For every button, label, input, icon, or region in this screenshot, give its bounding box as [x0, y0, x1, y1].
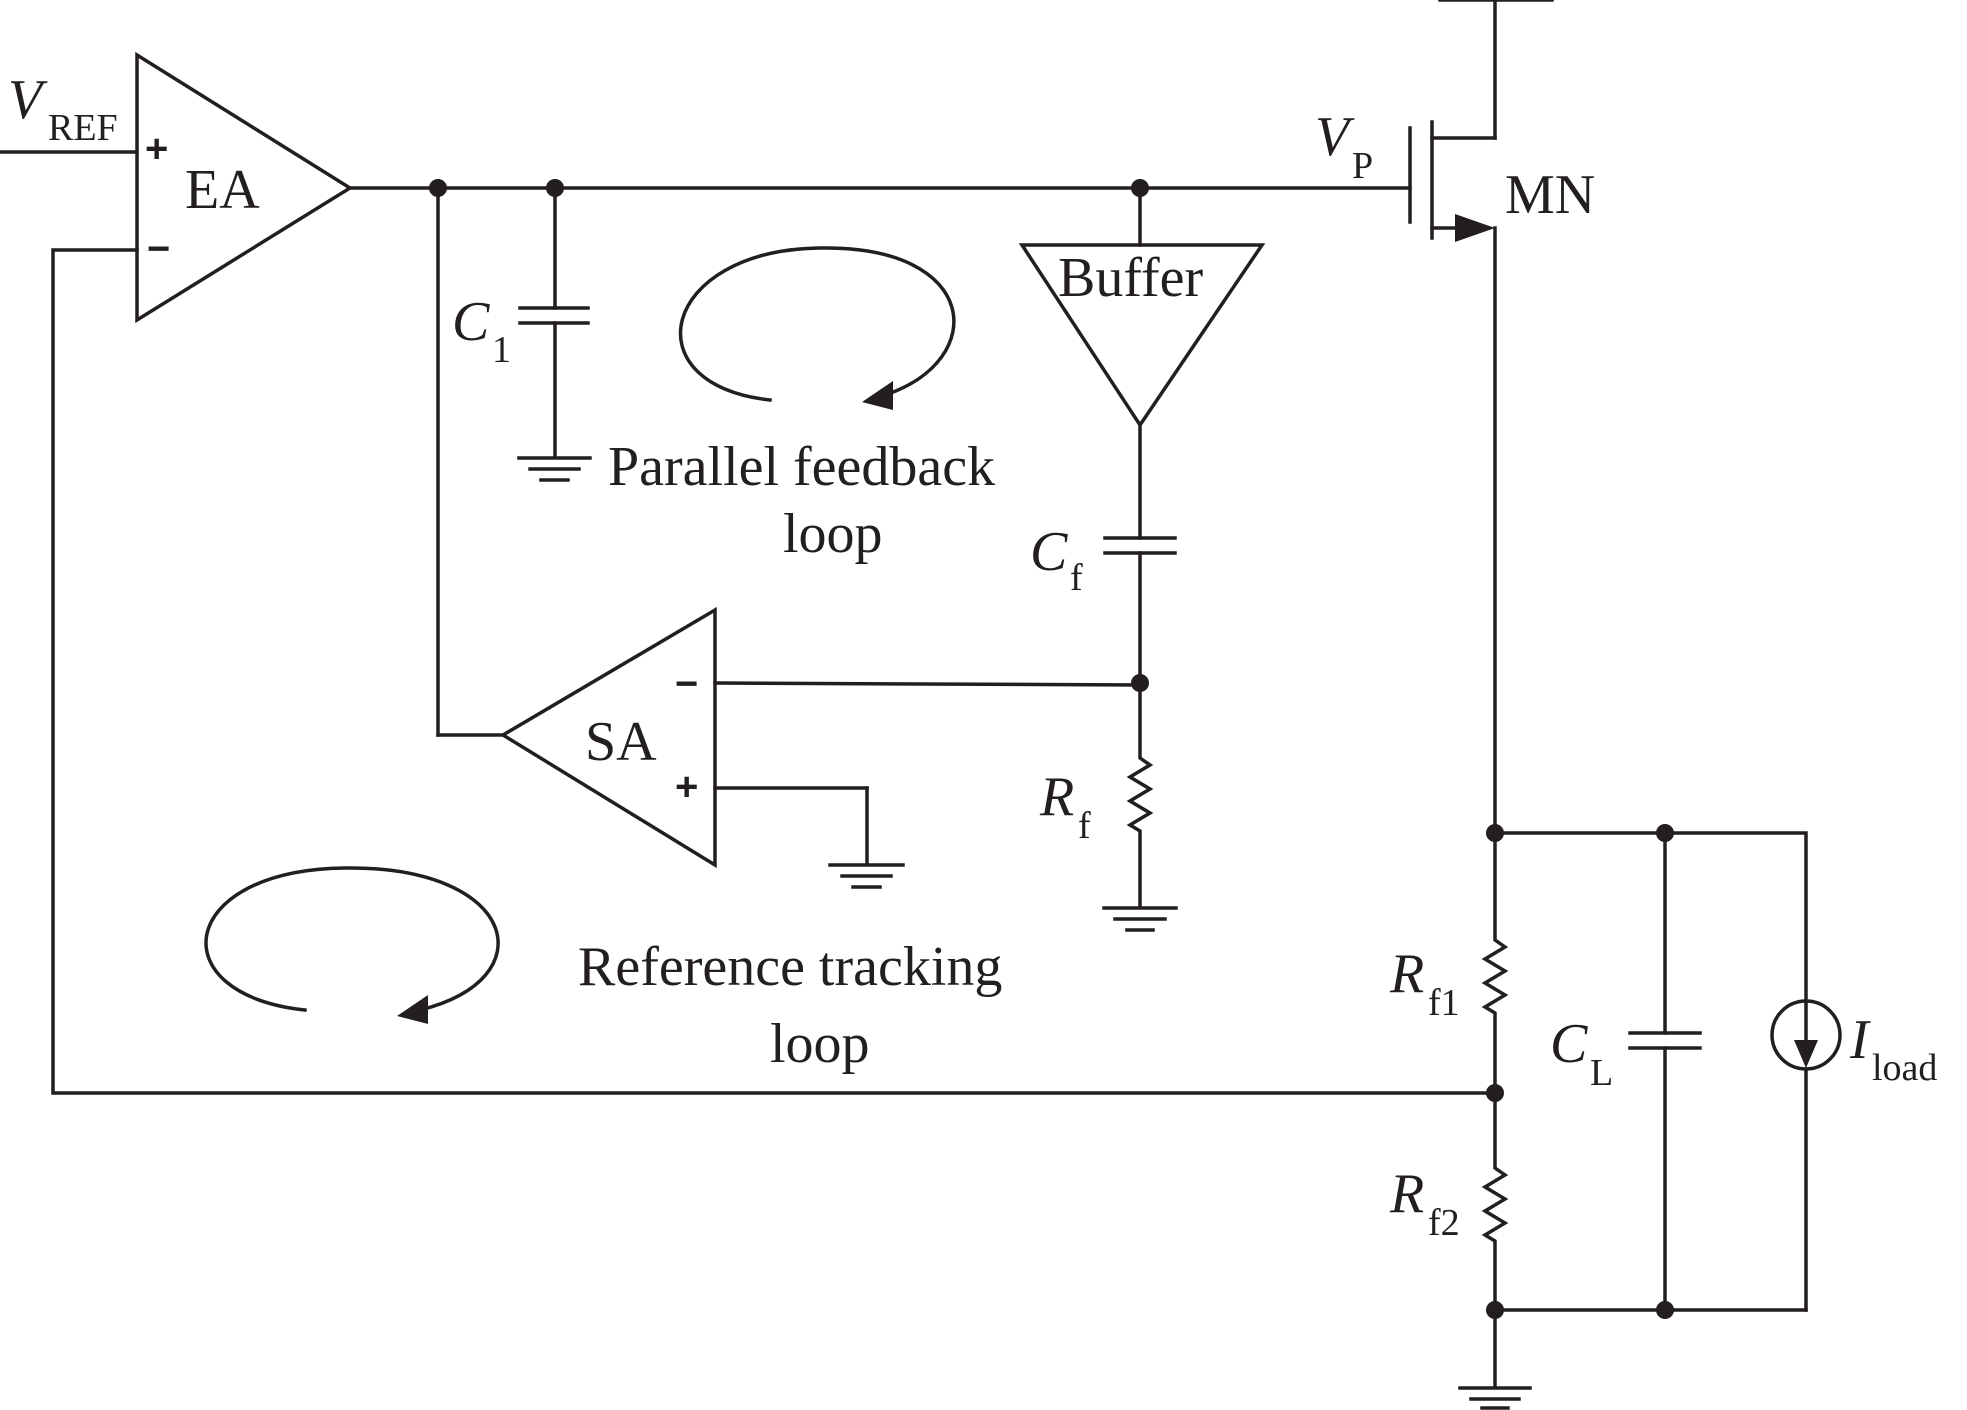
vref-label: V — [8, 69, 48, 131]
rf1-subscript: f1 — [1428, 982, 1460, 1024]
vp-subscript: P — [1352, 145, 1373, 187]
node-bottom-cl — [1656, 1301, 1674, 1319]
resistor-rf1 — [1481, 831, 1509, 1095]
parallel-loop-label-line2: loop — [783, 503, 883, 565]
capacitor-c1 — [517, 186, 592, 482]
vp-label: V — [1315, 106, 1355, 168]
cf-label: C — [1030, 521, 1068, 583]
rf2-label: R — [1389, 1163, 1424, 1225]
error-amplifier: EA + − — [135, 51, 354, 324]
current-source-iload — [1770, 999, 1842, 1312]
mn-label: MN — [1505, 164, 1595, 226]
capacitor-cl — [1628, 831, 1702, 1312]
c1-subscript: 1 — [492, 329, 511, 371]
parallel-loop-arrow — [678, 246, 956, 410]
ground-output — [1458, 1308, 1532, 1410]
ea-label: EA — [185, 159, 260, 221]
cf-subscript: f — [1070, 557, 1083, 599]
iload-label: I — [1849, 1009, 1871, 1071]
resistor-rf — [1102, 681, 1178, 932]
rf-label: R — [1039, 766, 1074, 828]
vout-top-rail — [1493, 831, 1808, 1004]
buffer-label: Buffer — [1058, 247, 1203, 309]
nmos-pass-transistor — [1408, 0, 1554, 835]
sa-label: SA — [585, 711, 657, 773]
reference-loop-label-line1: Reference tracking — [578, 936, 1002, 998]
resistor-rf2 — [1481, 1091, 1509, 1312]
sense-amplifier — [436, 186, 1142, 889]
cl-label: C — [1550, 1013, 1588, 1075]
buffer-amplifier — [1018, 186, 1266, 540]
feedback-wire — [51, 248, 1497, 1095]
rf1-label: R — [1389, 943, 1424, 1005]
ea-minus-sign: − — [147, 227, 170, 271]
capacitor-cf — [1103, 536, 1177, 685]
reference-loop-arrow — [204, 866, 500, 1024]
sa-plus-sign: + — [675, 765, 698, 809]
rf2-subscript: f2 — [1428, 1202, 1460, 1244]
c1-label: C — [452, 291, 490, 353]
parallel-loop-label-line1: Parallel feedback — [608, 436, 995, 498]
iload-subscript: load — [1872, 1047, 1937, 1089]
ea-plus-sign: + — [145, 127, 168, 171]
sa-minus-sign: − — [675, 662, 698, 706]
rf-subscript: f — [1078, 805, 1091, 847]
vref-subscript: REF — [48, 107, 118, 149]
cl-subscript: L — [1590, 1052, 1613, 1094]
reference-loop-label-line2: loop — [770, 1013, 870, 1075]
